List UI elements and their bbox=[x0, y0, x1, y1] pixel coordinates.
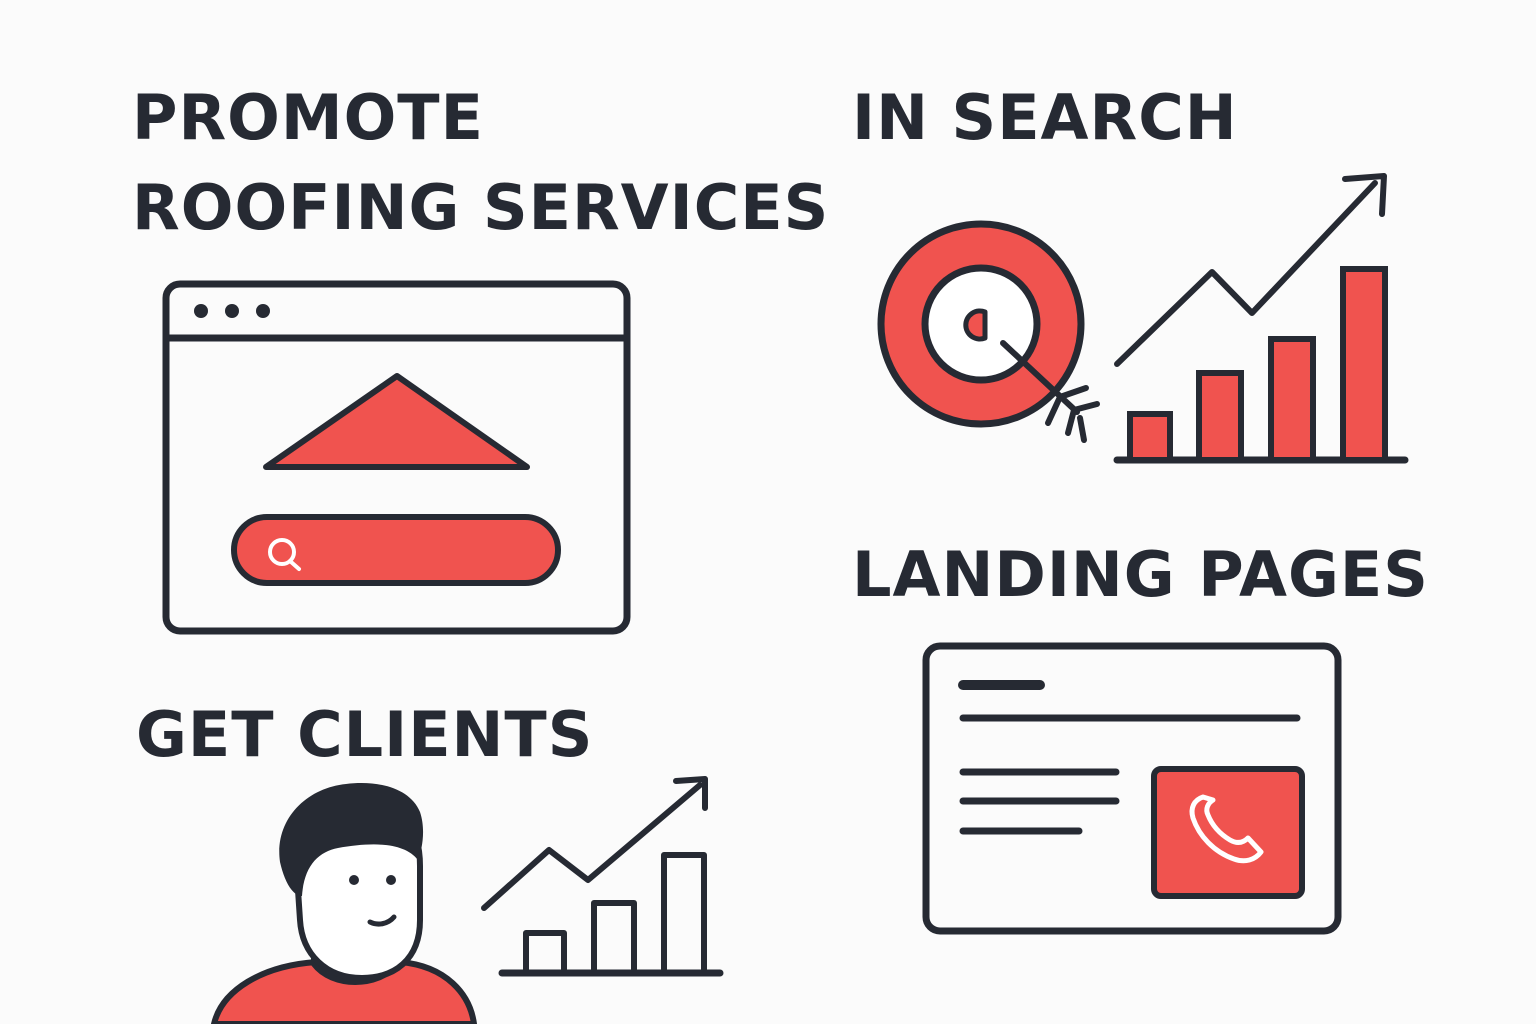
arrow-fletch-3 bbox=[1065, 407, 1077, 436]
person-icon bbox=[211, 783, 477, 1024]
browser-dot-2 bbox=[225, 304, 239, 318]
landing-page-icon bbox=[922, 642, 1342, 935]
target-icon bbox=[877, 220, 1085, 428]
small-trend-line bbox=[481, 782, 703, 911]
roof-shape bbox=[263, 373, 530, 470]
landing-page-frame bbox=[922, 642, 1342, 935]
heading-landing-pages: LANDING PAGES bbox=[852, 538, 1429, 611]
trend-arrowhead bbox=[1342, 173, 1387, 217]
browser-dot-1 bbox=[194, 304, 208, 318]
arrow-fletch-5 bbox=[1077, 415, 1087, 443]
growth-chart-icon-large bbox=[1113, 173, 1409, 464]
person-hair bbox=[279, 783, 424, 896]
person-eye-left bbox=[349, 875, 359, 885]
small-chart-bar-2 bbox=[591, 900, 637, 976]
heading-promote-roofing-services: PROMOTE ROOFING SERVICES bbox=[132, 73, 829, 253]
browser-dot-3 bbox=[256, 304, 270, 318]
phone-button bbox=[1151, 766, 1305, 899]
arrow-shaft bbox=[1000, 340, 1080, 415]
arrow-fletch-1 bbox=[1045, 394, 1063, 426]
search-bar bbox=[231, 514, 561, 586]
trend-line bbox=[1114, 180, 1378, 367]
phone-icon bbox=[1189, 794, 1264, 864]
chart-bar-4 bbox=[1340, 266, 1388, 463]
small-chart-bar-1 bbox=[523, 930, 567, 976]
arrow-fletch-2 bbox=[1057, 385, 1089, 400]
browser-frame bbox=[162, 280, 631, 635]
growth-chart-icon-small bbox=[481, 776, 724, 977]
person-smile bbox=[367, 914, 397, 927]
arrow-icon bbox=[1000, 340, 1100, 443]
chart-bar-3 bbox=[1268, 336, 1316, 463]
chart-bar-1 bbox=[1127, 411, 1173, 463]
search-icon bbox=[268, 538, 301, 571]
small-trend-arrowhead bbox=[673, 776, 708, 811]
heading-promote-line1: PROMOTE bbox=[132, 81, 484, 154]
target-bullseye bbox=[963, 308, 988, 342]
roof-icon bbox=[263, 373, 530, 470]
heading-promote-line2: ROOFING SERVICES bbox=[132, 171, 830, 244]
search-bar-icon bbox=[231, 514, 561, 586]
chart-bar-2 bbox=[1196, 370, 1244, 463]
heading-in-search: IN SEARCH bbox=[852, 81, 1238, 154]
heading-get-clients: GET CLIENTS bbox=[136, 698, 594, 771]
browser-window-icon bbox=[162, 280, 631, 635]
person-eye-right bbox=[386, 875, 396, 885]
arrow-fletch-4 bbox=[1071, 401, 1100, 413]
small-chart-bar-3 bbox=[661, 852, 707, 976]
